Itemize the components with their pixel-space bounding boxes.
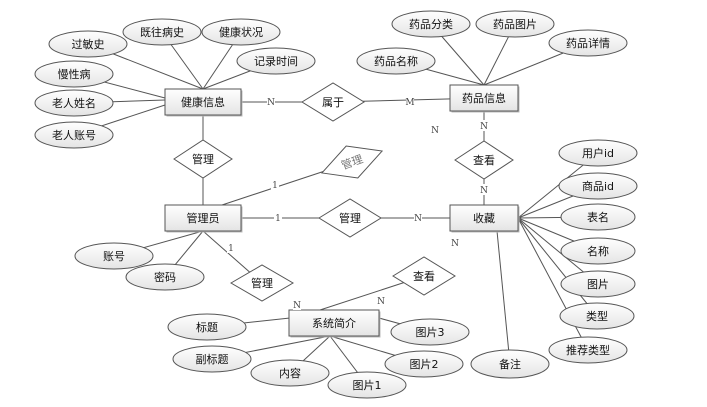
label: 副标题 — [196, 352, 229, 366]
entity-drug[interactable]: 药品信息 — [449, 84, 520, 113]
label: 备注 — [499, 357, 521, 371]
attribute-status[interactable]: 健康状况 — [201, 18, 281, 46]
relationship-view-intro[interactable]: 查看 — [392, 256, 456, 296]
label: 图片 — [587, 278, 609, 291]
label: 健康状况 — [219, 25, 263, 39]
attribute-image2[interactable]: 图片2 — [384, 350, 464, 378]
label: 名称 — [587, 244, 609, 258]
label: 内容 — [279, 366, 301, 380]
label: 药品名称 — [374, 54, 418, 68]
cardinality-label: N — [431, 126, 439, 136]
attribute-table-name[interactable]: 表名 — [560, 203, 636, 231]
label: 用户id — [582, 146, 614, 160]
attribute-content[interactable]: 内容 — [250, 359, 330, 387]
attribute-record-time[interactable]: 记录时间 — [236, 47, 316, 75]
label: 表名 — [587, 210, 609, 224]
connector-line — [496, 230, 511, 365]
cardinality-label: N — [480, 186, 488, 196]
label: 图片1 — [353, 379, 382, 392]
attribute-image3[interactable]: 图片3 — [390, 318, 470, 346]
label: 图片2 — [410, 358, 439, 371]
connector-line — [517, 217, 589, 351]
relationship-manage-health[interactable]: 管理 — [173, 139, 233, 179]
attribute-name[interactable]: 名称 — [560, 237, 636, 265]
attribute-image[interactable]: 图片 — [560, 270, 636, 298]
attribute-title[interactable]: 标题 — [167, 313, 247, 341]
label: 系统简介 — [312, 316, 356, 330]
connector-line — [517, 217, 598, 317]
cardinality-label: N — [377, 297, 385, 307]
attribute-chronic[interactable]: 慢性病 — [34, 60, 114, 88]
attribute-history[interactable]: 既往病史 — [122, 18, 202, 46]
label: 查看 — [413, 269, 435, 283]
entity-health[interactable]: 健康信息 — [164, 88, 243, 117]
cardinality-label: N — [293, 301, 301, 311]
cardinality-label: N — [451, 239, 459, 249]
attribute-subtitle[interactable]: 副标题 — [172, 345, 252, 373]
attribute-elder-name[interactable]: 老人姓名 — [34, 89, 114, 117]
relationship-manage-drug[interactable]: 管理 — [316, 135, 388, 189]
label: 慢性病 — [58, 67, 91, 81]
label: 类型 — [586, 309, 608, 323]
attribute-drug-category[interactable]: 药品分类 — [391, 10, 471, 38]
label: 管理员 — [187, 211, 220, 225]
label: 记录时间 — [254, 55, 298, 68]
entity-admin[interactable]: 管理员 — [164, 204, 243, 233]
attribute-goods-id[interactable]: 商品id — [558, 172, 638, 200]
label: 查看 — [473, 153, 495, 167]
attribute-allergy[interactable]: 过敏史 — [48, 30, 128, 58]
label: 标题 — [196, 320, 218, 334]
label: 收藏 — [473, 211, 495, 225]
label: 商品id — [582, 179, 614, 193]
entity-favorite[interactable]: 收藏 — [449, 204, 520, 233]
cardinality-label: N — [267, 98, 275, 108]
label: 管理 — [192, 152, 214, 166]
label: 属于 — [322, 96, 344, 109]
label: 药品信息 — [462, 91, 506, 105]
relationship-belongs[interactable]: 属于 — [301, 82, 365, 122]
label: 健康信息 — [181, 95, 225, 109]
cardinality-label: N — [480, 122, 488, 132]
attribute-drug-name[interactable]: 药品名称 — [356, 47, 436, 75]
label: 药品图片 — [493, 18, 537, 31]
cardinality-label: 1 — [275, 214, 281, 224]
cardinality-label: 1 — [272, 181, 278, 191]
cardinality-label: 1 — [228, 244, 234, 254]
label: 既往病史 — [140, 25, 184, 39]
label: 药品详情 — [566, 36, 610, 50]
label: 药品分类 — [409, 17, 453, 31]
attribute-user-id[interactable]: 用户id — [558, 139, 638, 167]
label: 密码 — [154, 270, 176, 284]
label: 推荐类型 — [566, 343, 610, 357]
label: 管理 — [251, 276, 273, 290]
label: 管理 — [339, 211, 361, 225]
attribute-password[interactable]: 密码 — [125, 263, 205, 291]
label: 图片3 — [416, 326, 445, 339]
attribute-type[interactable]: 类型 — [559, 302, 635, 330]
label: 老人账号 — [52, 129, 96, 142]
attribute-image1[interactable]: 图片1 — [327, 371, 407, 399]
attribute-drug-detail[interactable]: 药品详情 — [548, 29, 628, 57]
relationship-view-drug[interactable]: 查看 — [454, 140, 514, 180]
attribute-rec-type[interactable]: 推荐类型 — [548, 336, 628, 364]
attribute-account[interactable]: 账号 — [74, 242, 154, 270]
cardinality-label: M — [405, 98, 414, 108]
attribute-remark[interactable]: 备注 — [470, 349, 550, 379]
relationship-manage-intro[interactable]: 管理 — [230, 264, 294, 302]
relationship-manage-fav[interactable]: 管理 — [318, 198, 382, 238]
label: 老人姓名 — [52, 96, 96, 110]
label: 过敏史 — [72, 37, 105, 51]
attribute-drug-image[interactable]: 药品图片 — [475, 10, 555, 38]
label: 账号 — [103, 250, 125, 263]
entity-intro[interactable]: 系统简介 — [288, 309, 381, 338]
attribute-elder-account[interactable]: 老人账号 — [34, 121, 114, 149]
cardinality-label: N — [414, 214, 422, 224]
